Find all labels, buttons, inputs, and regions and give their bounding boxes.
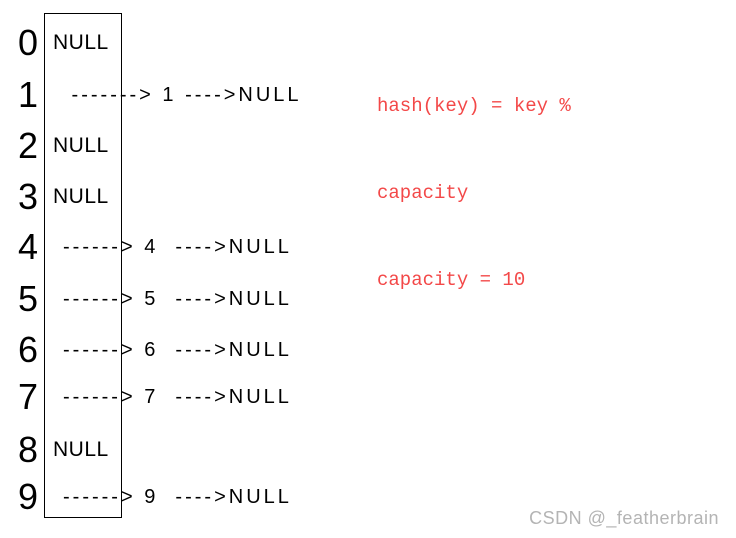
bucket-null-value: NULL (53, 134, 109, 157)
bucket-row-3: 3 NULL (0, 172, 736, 222)
annotation-line: capacity (377, 182, 469, 204)
bucket-index: 6 (17, 329, 38, 370)
bucket-row-5: 5 ------> 5 ---->NULL (0, 274, 736, 324)
bucket-index: 1 (17, 74, 38, 115)
bucket-chain: ------> 4 ---->NULL (63, 236, 292, 258)
bucket-index: 4 (17, 226, 38, 267)
bucket-index: 8 (17, 429, 38, 470)
bucket-index: 3 (17, 176, 38, 217)
bucket-null-value: NULL (53, 438, 109, 461)
bucket-null-value: NULL (53, 31, 109, 54)
bucket-row-0: 0 NULL (0, 18, 736, 68)
bucket-null-value: NULL (53, 185, 109, 208)
bucket-chain: ------> 7 ---->NULL (63, 386, 292, 408)
bucket-row-7: 7 ------> 7 ---->NULL (0, 372, 736, 422)
bucket-row-2: 2 NULL (0, 121, 736, 171)
bucket-row-9: 9 ------> 9 ---->NULL (0, 472, 736, 522)
bucket-index: 2 (17, 125, 38, 166)
bucket-index: 7 (17, 376, 38, 417)
hash-function-annotation: hash(key) = key % capacity capacity = 10 (377, 34, 571, 324)
bucket-index: 5 (17, 278, 38, 319)
bucket-row-6: 6 ------> 6 ---->NULL (0, 325, 736, 375)
hash-table-box (44, 13, 122, 518)
bucket-chain: ------> 6 ---->NULL (63, 339, 292, 361)
bucket-chain: ------> 9 ---->NULL (63, 486, 292, 508)
bucket-chain: ------> 5 ---->NULL (63, 288, 292, 310)
bucket-row-1: 1 -------> 1 ---->NULL (0, 70, 736, 120)
annotation-line: hash(key) = key % (377, 95, 571, 117)
bucket-row-8: 8 NULL (0, 425, 736, 475)
annotation-line: capacity = 10 (377, 269, 526, 291)
bucket-index: 9 (17, 476, 38, 517)
bucket-row-4: 4 ------> 4 ---->NULL (0, 222, 736, 272)
bucket-index: 0 (17, 22, 38, 63)
csdn-watermark: CSDN @_featherbrain (529, 508, 719, 528)
bucket-chain: -------> 1 ---->NULL (63, 84, 302, 106)
